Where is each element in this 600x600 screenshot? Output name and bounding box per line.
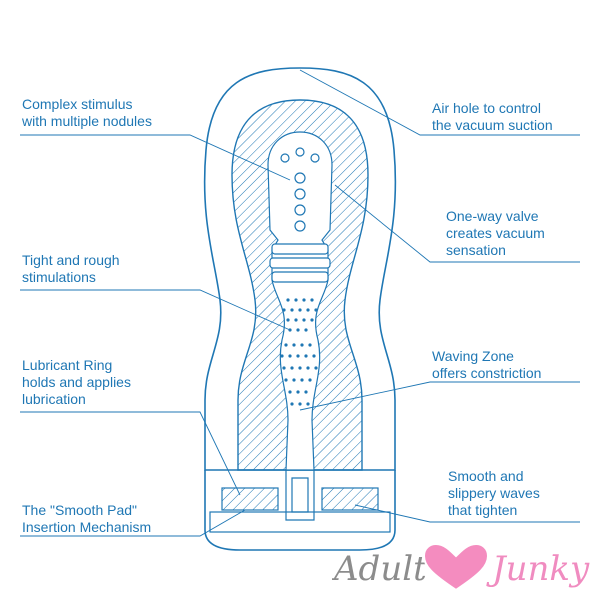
lubricant-ring-right [321,487,379,511]
lubricant-ring-left [221,487,279,511]
label-smooth-pad: The "Smooth Pad" Insertion Mechanism [22,502,152,535]
label-tight-rough: Tight and rough stimulations [22,252,120,285]
watermark-logo: Adult Junky [332,542,590,592]
label-one-way-valve: One-way valve creates vacuum sensation [446,208,545,258]
label-lubricant-ring: Lubricant Ring holds and applies lubrica… [22,357,131,407]
base-cap [204,470,396,551]
watermark-word-junky: Junky [486,549,590,589]
leader-lines [20,69,580,537]
nodules-top [280,147,320,232]
label-complex-stimulus: Complex stimulus with multiple nodules [22,96,152,129]
ridges [269,243,331,283]
label-air-hole: Air hole to control the vacuum suction [432,100,553,133]
label-smooth-slippery: Smooth and slippery waves that tighten [448,468,540,518]
heart-icon [422,542,490,592]
watermark-word-adult: Adult [332,549,427,589]
base-bottom [209,511,391,533]
label-waving-zone: Waving Zone offers constriction [432,348,542,381]
